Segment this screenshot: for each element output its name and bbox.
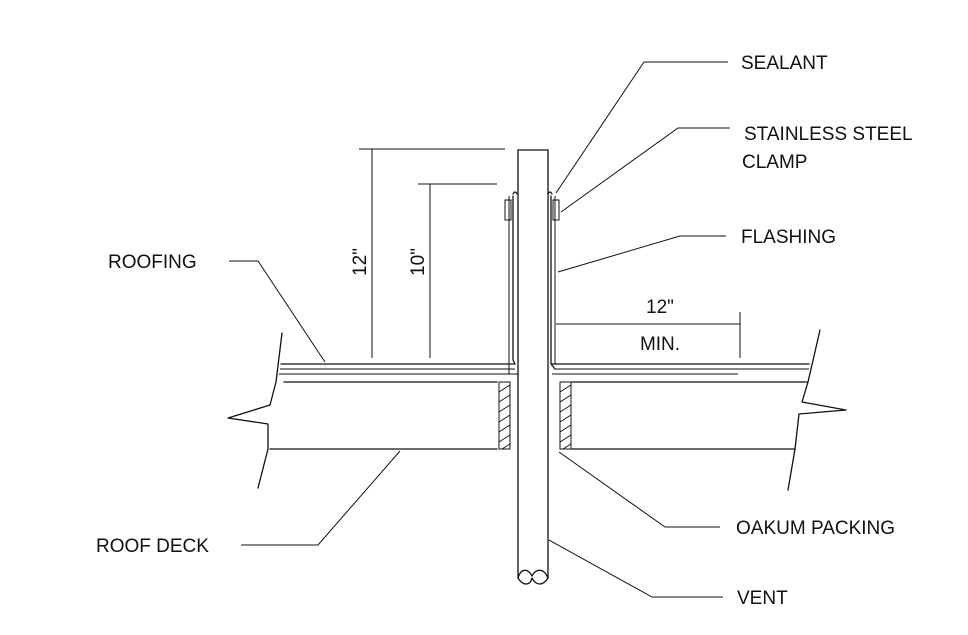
label-roof-deck: ROOF DECK xyxy=(96,536,209,557)
label-oakum-packing: OAKUM PACKING xyxy=(736,518,895,539)
oakum-packing-left xyxy=(498,381,511,450)
roof-deck-right xyxy=(571,329,847,491)
label-flashing: FLASHING xyxy=(741,227,836,248)
roofing-layers-right xyxy=(551,363,810,375)
flashing-sleeve xyxy=(508,195,556,374)
dimension-width-min-label: MIN. xyxy=(640,334,680,355)
dimension-height-10-label: 10" xyxy=(408,248,429,276)
leader-oakum xyxy=(558,451,720,528)
label-clamp-line1: STAINLESS STEEL xyxy=(744,124,913,145)
label-clamp-line2: CLAMP xyxy=(742,152,807,173)
sealant-bead xyxy=(512,191,553,195)
label-vent: VENT xyxy=(737,588,788,609)
roof-deck-left xyxy=(227,332,498,489)
leader-sealant xyxy=(555,61,728,194)
dimension-width-12-label: 12" xyxy=(646,297,674,318)
stainless-steel-clamp xyxy=(504,199,560,221)
dimension-height-12 xyxy=(359,148,505,358)
leader-roofing xyxy=(229,260,326,363)
label-sealant: SEALANT xyxy=(741,53,828,74)
oakum-packing-right xyxy=(559,381,572,450)
dimension-width-12 xyxy=(556,312,741,358)
leader-vent xyxy=(548,539,723,598)
dimension-height-10 xyxy=(418,183,497,358)
leader-roof-deck xyxy=(241,450,401,546)
leader-flashing xyxy=(557,235,726,273)
leader-lines xyxy=(229,61,730,598)
dimension-height-12-label: 12" xyxy=(350,248,371,276)
label-roofing: ROOFING xyxy=(108,252,197,273)
leader-clamp xyxy=(560,127,730,213)
vent-pipe xyxy=(517,149,549,585)
roofing-layers-left xyxy=(279,363,518,375)
